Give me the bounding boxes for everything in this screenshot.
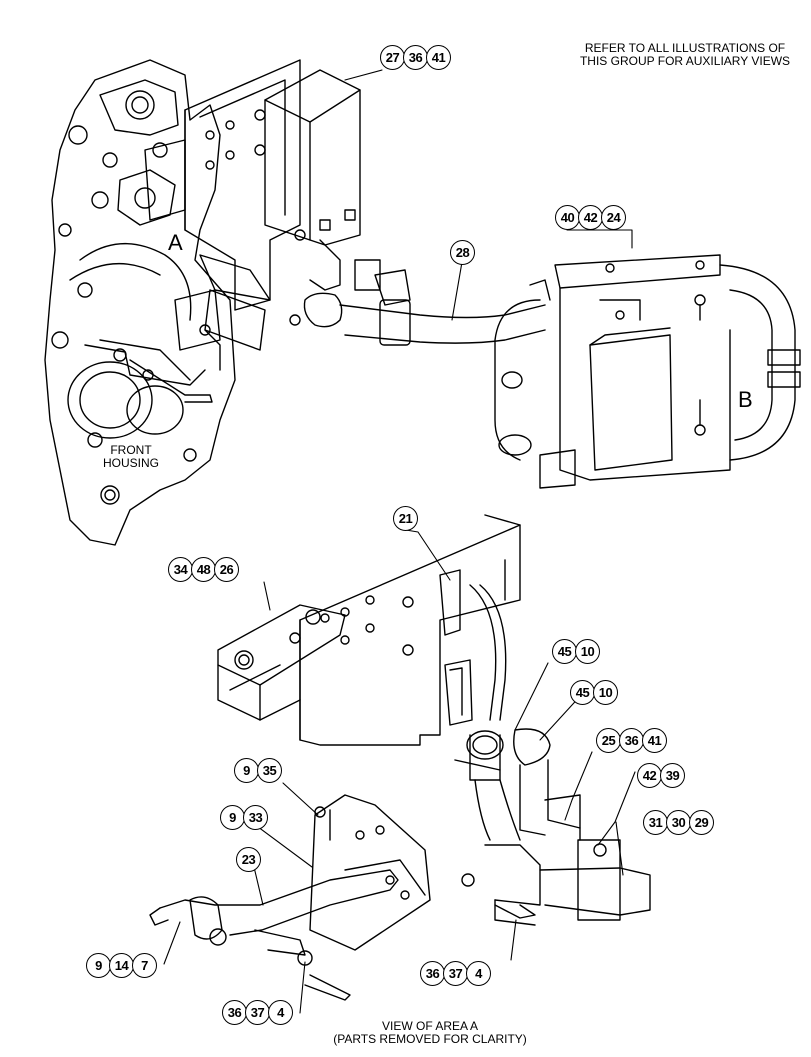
- callout-bubble: 31: [643, 810, 668, 835]
- lower-mounting-plate: [299, 514, 521, 746]
- callout-bubble: 10: [593, 680, 618, 705]
- callout-bubble: 30: [666, 810, 691, 835]
- lower-connectors: [439, 569, 507, 726]
- callout-9-33: 9 33: [220, 805, 268, 830]
- callout-bubble: 4: [466, 961, 491, 986]
- callout-bubble: 36: [403, 45, 428, 70]
- callout-bubble: 33: [243, 805, 268, 830]
- refer-note: REFER TO ALL ILLUSTRATIONS OF THIS GROUP…: [565, 42, 805, 68]
- callout-21: 21: [393, 506, 418, 531]
- callout-bubble: 21: [393, 506, 418, 531]
- refer-note-line2: THIS GROUP FOR AUXILIARY VIEWS: [579, 54, 791, 68]
- front-housing-line2: HOUSING: [102, 456, 159, 470]
- refer-note-line1: REFER TO ALL ILLUSTRATIONS OF: [584, 41, 786, 55]
- callout-bubble: 26: [214, 557, 239, 582]
- callout-bubble: 37: [443, 961, 468, 986]
- front-housing-line1: FRONT: [110, 443, 152, 457]
- callout-bubble: 23: [236, 847, 261, 872]
- callout-bubble: 10: [575, 639, 600, 664]
- callout-bubble: 36: [420, 961, 445, 986]
- callout-27-36-41: 27 36 41: [380, 45, 451, 70]
- callout-bubble: 45: [570, 680, 595, 705]
- front-housing-casting: [44, 59, 236, 546]
- view-caption-line2: (PARTS REMOVED FOR CLARITY): [333, 1032, 527, 1046]
- front-housing-label: FRONT HOUSING: [100, 444, 162, 470]
- callout-bubble: 42: [578, 205, 603, 230]
- callout-45-10-upper: 45 10: [552, 639, 600, 664]
- callout-bubble: 9: [86, 953, 111, 978]
- callout-bubble: 35: [257, 758, 282, 783]
- callout-31-30-29: 31 30 29: [643, 810, 714, 835]
- area-label-b: B: [738, 387, 753, 412]
- callout-23: 23: [236, 847, 261, 872]
- callout-25-36-41: 25 36 41: [596, 728, 667, 753]
- callout-bubble: 41: [642, 728, 667, 753]
- lower-support-bracket: [309, 794, 431, 951]
- callout-9-14-7: 9 14 7: [86, 953, 157, 978]
- top-right-assembly: [494, 254, 801, 489]
- callout-36-37-4-left: 36 37 4: [222, 1000, 293, 1025]
- view-caption-line1: VIEW OF AREA A: [381, 1019, 479, 1033]
- lower-bracket-34-48-26: [217, 604, 346, 721]
- callout-bubble: 39: [660, 763, 685, 788]
- callout-bubble: 9: [234, 758, 259, 783]
- top-module-box: [264, 69, 361, 291]
- callout-bubble: 48: [191, 557, 216, 582]
- view-caption: VIEW OF AREA A (PARTS REMOVED FOR CLARIT…: [310, 1020, 550, 1046]
- callout-bubble: 41: [426, 45, 451, 70]
- callout-9-35: 9 35: [234, 758, 282, 783]
- top-tube-28: [303, 259, 546, 346]
- callout-bubble: 45: [552, 639, 577, 664]
- callout-bubble: 9: [220, 805, 245, 830]
- top-mounting-bracket: [144, 59, 306, 371]
- callout-40-42-24: 40 42 24: [555, 205, 626, 230]
- callout-bubble: 24: [601, 205, 626, 230]
- callout-bubble: 14: [109, 953, 134, 978]
- callout-bubble: 27: [380, 45, 405, 70]
- callout-45-10-lower: 45 10: [570, 680, 618, 705]
- callout-bubble: 40: [555, 205, 580, 230]
- area-label-a: A: [168, 230, 183, 255]
- callout-bubble: 36: [619, 728, 644, 753]
- callout-bubble: 37: [245, 1000, 270, 1025]
- callout-bubble: 42: [637, 763, 662, 788]
- callout-42-39: 42 39: [637, 763, 685, 788]
- callout-bubble: 25: [596, 728, 621, 753]
- callout-28: 28: [450, 240, 475, 265]
- lower-hose-assembly: [454, 728, 651, 926]
- callout-bubble: 4: [268, 1000, 293, 1025]
- callout-bubble: 29: [689, 810, 714, 835]
- callout-36-37-4-right: 36 37 4: [420, 961, 491, 986]
- callout-bubble: 28: [450, 240, 475, 265]
- callout-bubble: 34: [168, 557, 193, 582]
- lower-lever-23: [149, 869, 536, 1001]
- callout-bubble: 36: [222, 1000, 247, 1025]
- callout-bubble: 7: [132, 953, 157, 978]
- callout-34-48-26: 34 48 26: [168, 557, 239, 582]
